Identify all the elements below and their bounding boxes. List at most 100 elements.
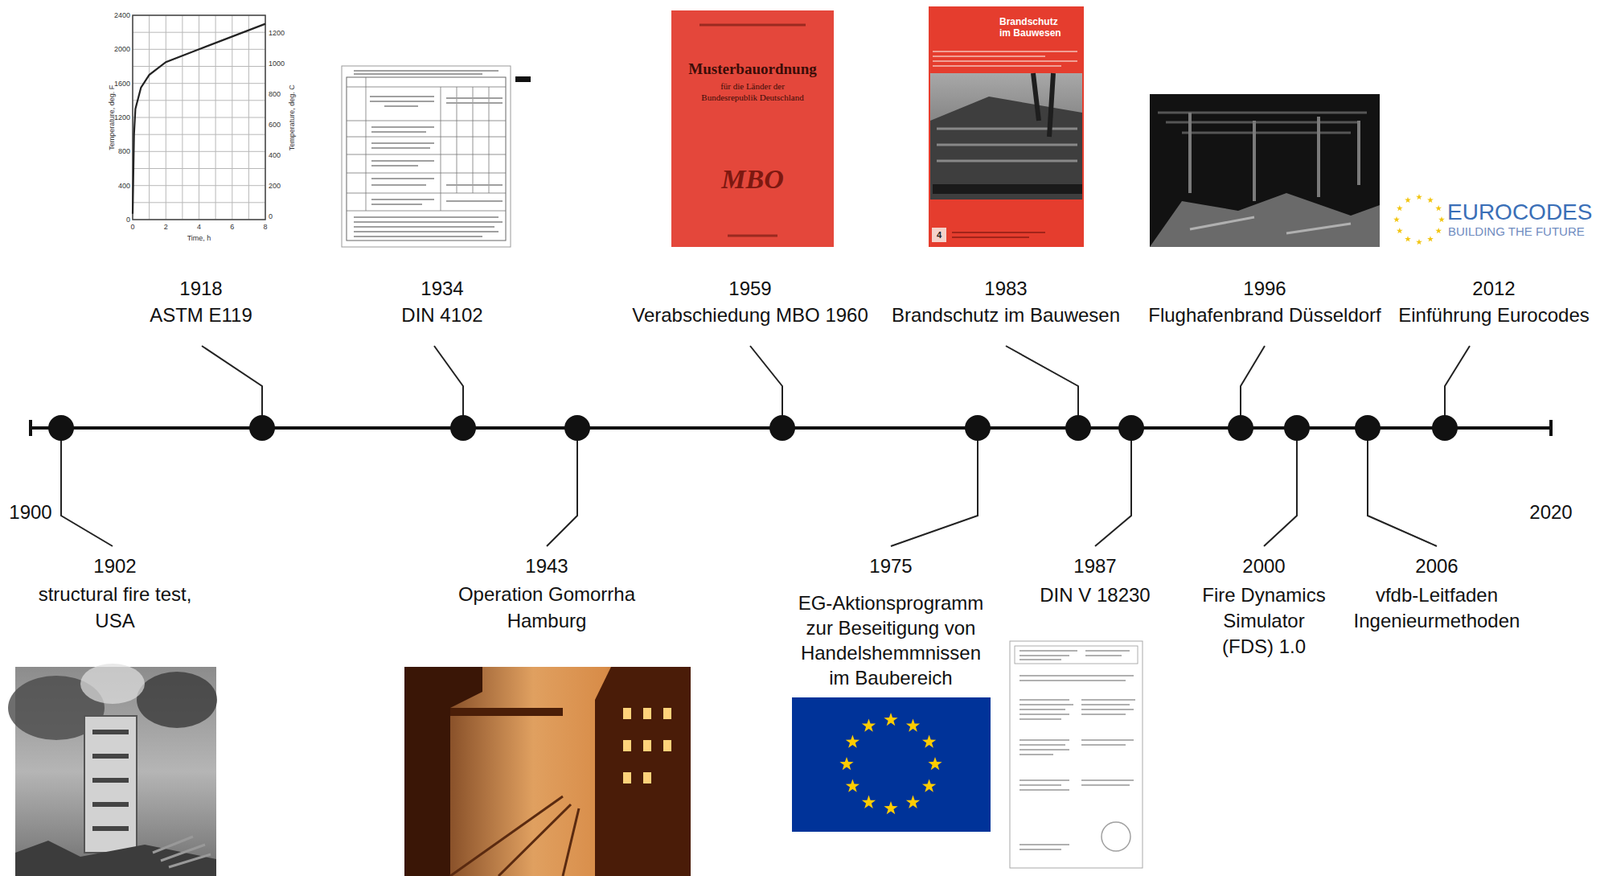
timeline-dots (48, 414, 1458, 441)
right-building (594, 666, 691, 876)
star (1435, 205, 1442, 211)
year-label: 2012 (1472, 277, 1515, 300)
year-label: 1918 (179, 277, 222, 300)
document-sheet (341, 65, 511, 247)
eu-flag (791, 697, 991, 832)
star (1415, 238, 1423, 245)
year-label: 1983 (984, 277, 1027, 300)
book-subtitle: für die Länder der Bundesrepublik Deutsc… (692, 80, 813, 103)
cover-text-lines (932, 51, 1078, 66)
table-text-marks (353, 70, 503, 237)
eurocodes-stars (1393, 193, 1445, 245)
axis-value: 6 (229, 222, 234, 231)
star (1404, 196, 1412, 203)
publisher-line (727, 234, 778, 238)
axis-value: 2400 (114, 11, 131, 20)
photo-ground (404, 666, 691, 876)
event-label: DIN V 18230 (1039, 582, 1150, 608)
year-label: 1934 (420, 277, 464, 300)
axis-value: 0 (268, 212, 273, 221)
axis-value: 600 (268, 120, 281, 129)
volume-box (931, 227, 947, 243)
event-dot (1065, 414, 1092, 441)
event-dot (1431, 414, 1458, 441)
din-table-image (341, 65, 531, 247)
book-cover (671, 10, 834, 247)
brandschutz-book-cover (928, 6, 1084, 247)
star (883, 712, 898, 726)
overpass (450, 707, 563, 716)
star (922, 734, 936, 748)
star (1427, 196, 1434, 203)
logo-slogan: BUILDING THE FUTURE (1448, 224, 1585, 238)
chart-grid (132, 15, 266, 220)
axis-value: 1200 (268, 28, 285, 37)
document-sheet (1009, 640, 1143, 868)
document-text-marks (1019, 650, 1136, 850)
year-label: 1987 (1073, 554, 1116, 578)
axis-year: 1900 (8, 500, 52, 524)
axis-value: 800 (268, 90, 281, 99)
axis-year: 2020 (1529, 500, 1572, 524)
hamburg-photo (404, 666, 691, 876)
star (1438, 216, 1445, 222)
photo-ground (1149, 94, 1380, 247)
star (861, 795, 876, 809)
axis-value: 2 (164, 222, 169, 231)
star (1396, 227, 1404, 234)
timber-pile (152, 836, 211, 867)
axis-value: 200 (268, 181, 281, 190)
cover-photo (930, 73, 1083, 200)
burning-windows (623, 707, 672, 784)
debris (1149, 192, 1380, 247)
din-v-document (1009, 640, 1143, 868)
stamp (1101, 821, 1131, 851)
event-dot (1284, 414, 1310, 441)
hanging-wires (1189, 112, 1359, 202)
star (1393, 216, 1400, 222)
event-label: Operation Gomorrha Hamburg (450, 580, 644, 634)
volume-number: 4 (936, 229, 942, 241)
event-label: vfdb-Leitfaden Ingenieurmethoden (1344, 582, 1530, 634)
axis-value: 0 (126, 215, 131, 224)
star (906, 717, 920, 731)
event-label: ASTM E119 (149, 303, 253, 327)
debris-highlights (1189, 217, 1351, 234)
star (1415, 193, 1423, 200)
event-dot (1354, 414, 1381, 441)
axis-title: Temperature, deg. F (108, 84, 117, 150)
photo-balconies (936, 128, 1078, 161)
book-cover (928, 6, 1084, 247)
year-label: 1975 (869, 554, 912, 578)
black-mark (515, 76, 531, 83)
star (883, 800, 898, 814)
photo-trees (1033, 73, 1054, 137)
test-building (84, 715, 137, 853)
fire-curve-chart (102, 10, 296, 246)
event-dot (1227, 414, 1254, 441)
ground-debris (15, 840, 217, 876)
event-dot (769, 414, 796, 441)
axis-value: 4 (196, 222, 202, 231)
event-dot (450, 414, 476, 441)
photo-building (930, 96, 1083, 200)
event-label: DIN 4102 (401, 303, 483, 327)
event-dot (964, 414, 991, 441)
temperature-curve (132, 24, 266, 214)
star (839, 756, 854, 770)
axis-value: 0 (130, 222, 135, 231)
event-label: Flughafenbrand Düsseldorf (1148, 303, 1382, 327)
star (922, 779, 936, 792)
photo-crowd (932, 184, 1083, 194)
event-dot (564, 414, 591, 441)
axis-value: 400 (268, 151, 281, 160)
tram-tracks (450, 795, 579, 876)
event-label: structural fire test, USA (30, 580, 200, 634)
chart-ground (102, 10, 296, 246)
flag-stars (839, 712, 942, 814)
event-label: Brandschutz im Bauwesen (891, 303, 1120, 327)
star (1427, 235, 1434, 242)
axis-value: 800 (118, 147, 131, 156)
